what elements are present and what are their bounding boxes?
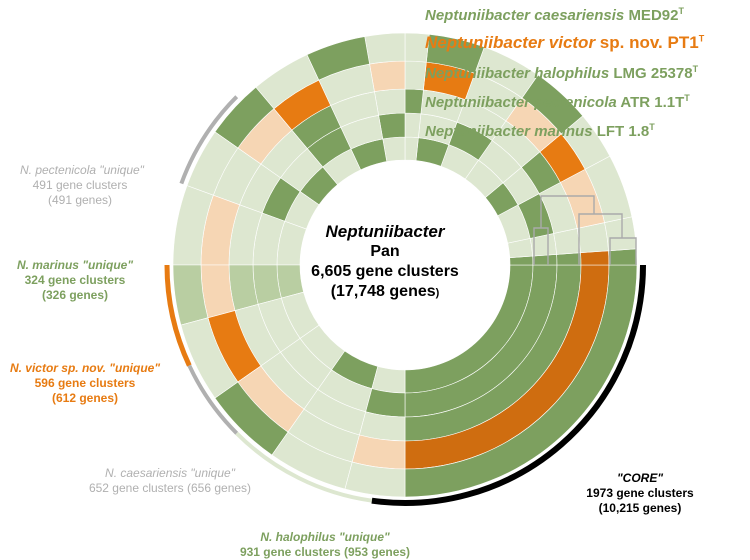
genome-strain: LMG 25378 xyxy=(613,65,693,82)
genome-species: marinus xyxy=(534,123,593,140)
ring-segment xyxy=(252,264,282,305)
center-gene-count: (17,748 genes) xyxy=(300,283,470,301)
genome-species: caesariensis xyxy=(534,7,625,24)
genome-species: pectenicola xyxy=(534,94,617,111)
bin-arc xyxy=(371,264,646,506)
bin-arc xyxy=(179,95,239,185)
cluster-label-count: 491 gene clusters xyxy=(32,178,128,192)
genome-genus: Neptuniibacter xyxy=(425,7,531,24)
genome-dendrogram xyxy=(533,195,637,265)
cluster-label-genes: (491 genes) xyxy=(47,193,113,207)
genome-label-victor: Neptuniibacter victor sp. nov. PT1T xyxy=(425,33,704,53)
cluster-label-title: N. marinus "unique" xyxy=(16,258,134,272)
genome-label-pectenicola: Neptuniibacter pectenicola ATR 1.1TT xyxy=(425,93,690,111)
cluster-label-title: N. caesariensis "unique" xyxy=(105,466,235,480)
center-genus: Neptuniibacter xyxy=(325,222,445,241)
center-cluster-count: 6,605 gene clusters xyxy=(311,263,459,280)
cluster-label-count: 596 gene clusters xyxy=(34,376,136,390)
label-victor-unique: N. victor sp. nov. "unique" 596 gene clu… xyxy=(5,361,165,406)
cluster-label-title: N. halophilus "unique" xyxy=(260,530,390,544)
bin-arc xyxy=(187,364,239,435)
bin-arc xyxy=(164,264,192,367)
genome-label-caesariensis: Neptuniibacter caesariensis MED92T xyxy=(425,6,684,24)
pangenome-center-title: Neptuniibacter Pan 6,605 gene clusters (… xyxy=(300,222,470,312)
label-caesariensis-unique: N. caesariensis "unique" 652 gene cluste… xyxy=(80,466,260,496)
ring-segment xyxy=(404,136,419,161)
cluster-label-title: N. pectenicola "unique" xyxy=(20,163,144,177)
genome-genus: Neptuniibacter xyxy=(425,94,531,111)
genome-genus: Neptuniibacter xyxy=(425,123,531,140)
ring-segment xyxy=(374,88,406,116)
type-strain-mark: T xyxy=(698,33,705,44)
label-halophilus-unique: N. halophilus "unique" 931 gene clusters… xyxy=(215,530,435,560)
type-strain-mark: T xyxy=(649,122,655,132)
center-gene-count-value: (17,748 genes xyxy=(330,283,436,300)
genome-genus: Neptuniibacter xyxy=(425,33,545,52)
ring-segment xyxy=(378,112,406,140)
genome-strain: MED92 xyxy=(628,7,679,24)
genome-suffix: sp. nov. xyxy=(595,33,663,52)
ring-segment xyxy=(371,366,406,394)
label-core: "CORE" 1973 gene clusters (10,215 genes) xyxy=(575,471,705,516)
ring-segment xyxy=(365,388,406,418)
ring-segment xyxy=(404,88,424,115)
bin-arc xyxy=(235,431,373,503)
cluster-label-title: "CORE" xyxy=(616,471,664,485)
ring-segment xyxy=(344,461,406,498)
genome-strain: PT1 xyxy=(667,33,699,52)
ring-segment xyxy=(556,252,582,266)
center-pan-label: Pan xyxy=(370,243,400,260)
genome-species: halophilus xyxy=(534,65,610,82)
type-strain-mark: T xyxy=(692,64,699,74)
label-marinus-unique: N. marinus "unique" 324 gene clusters (3… xyxy=(15,258,135,303)
genome-strain: ATR 1.1T xyxy=(620,94,685,111)
ring-segment xyxy=(364,32,406,65)
cluster-label-genes: (10,215 genes) xyxy=(598,501,682,515)
cluster-bin-arcs xyxy=(164,95,646,506)
ring-segment xyxy=(369,60,406,93)
cluster-label-count: 652 gene clusters (656 genes) xyxy=(88,481,252,495)
cluster-label-title: N. victor sp. nov. "unique" xyxy=(9,361,161,375)
cluster-label-genes: (326 genes) xyxy=(41,288,109,302)
type-strain-mark: T xyxy=(678,6,684,16)
ring-segment xyxy=(404,60,427,91)
genome-strain: LFT 1.8 xyxy=(596,123,650,140)
center-gene-count-tail: ) xyxy=(435,287,440,299)
cluster-label-count: 931 gene clusters (953 genes) xyxy=(239,545,411,559)
ring-segment xyxy=(580,250,610,266)
genome-label-halophilus: Neptuniibacter halophilus LMG 25378T xyxy=(425,64,698,82)
cluster-label-genes: (612 genes) xyxy=(51,391,119,405)
genome-rings xyxy=(172,32,638,498)
label-pectenicola-unique: N. pectenicola "unique" 491 gene cluster… xyxy=(20,163,144,208)
genome-label-marinus: Neptuniibacter marinus LFT 1.8T xyxy=(425,122,655,140)
genome-species: victor xyxy=(548,33,596,52)
ring-segment xyxy=(608,248,638,266)
type-strain-mark: T xyxy=(684,93,690,103)
genome-genus: Neptuniibacter xyxy=(425,65,531,82)
cluster-label-count: 1973 gene clusters xyxy=(586,486,694,500)
cluster-label-count: 324 gene clusters xyxy=(24,273,126,287)
ring-segment xyxy=(404,112,422,139)
